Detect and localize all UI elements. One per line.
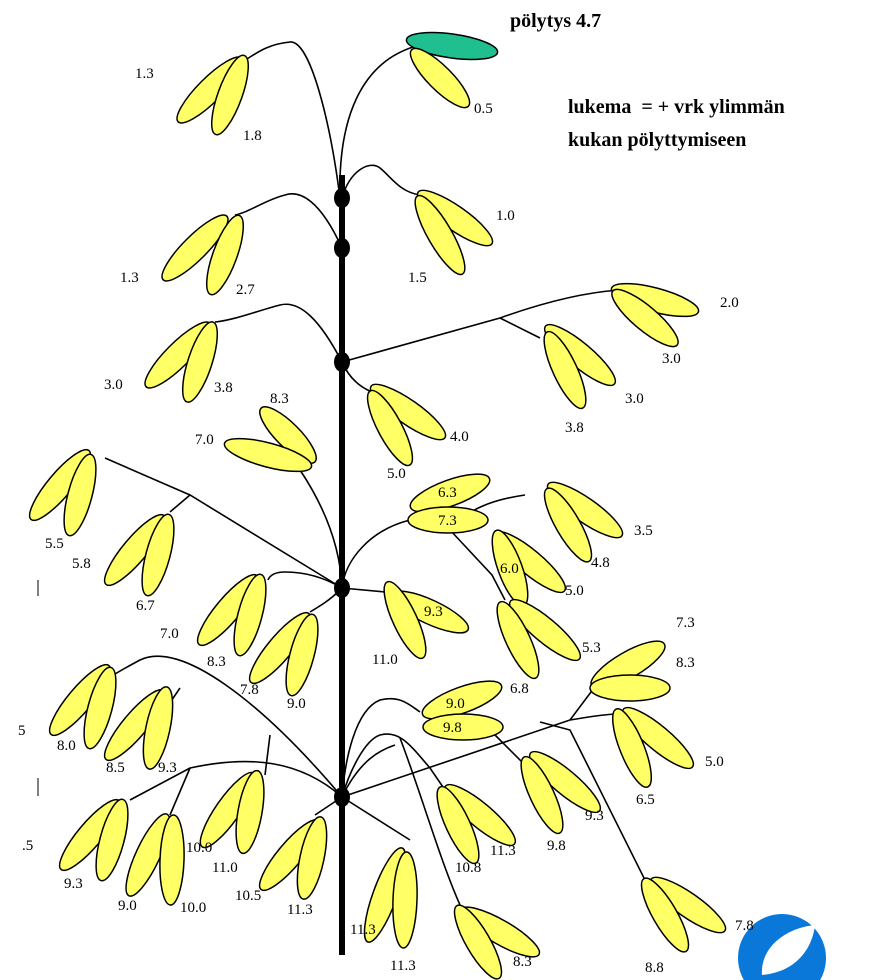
- day-label: 3.0: [104, 377, 123, 393]
- branch-4-upper: [300, 470, 342, 588]
- day-label: 5.0: [565, 583, 584, 599]
- day-label: 8.8: [645, 960, 664, 976]
- day-label: 10.0: [186, 840, 212, 856]
- day-label: 5.0: [387, 466, 406, 482]
- branch-3-left: [215, 304, 342, 362]
- branch-3-right-sub: [500, 318, 540, 338]
- branch-top-left: [240, 42, 340, 198]
- petal: [590, 675, 670, 701]
- day-label: 1.5: [408, 270, 427, 286]
- header-note-line1: lukema = + vrk ylimmän: [568, 96, 785, 118]
- day-label: 7.8: [240, 682, 259, 698]
- petal: [423, 714, 503, 740]
- branch-1-right: [342, 165, 420, 198]
- day-label: 9.3: [158, 760, 177, 776]
- branch-top-right: [340, 45, 420, 198]
- day-label: 9.0: [446, 696, 465, 712]
- day-labels: 1.3 1.8 0.5 1.0 1.5 1.3 2.7 2.0 3.0 3.0 …: [18, 66, 754, 976]
- branch-5-lower3: [342, 745, 395, 797]
- day-label: 9.8: [443, 720, 462, 736]
- day-label: 6.0: [500, 561, 519, 577]
- branch-4-left-long: [105, 458, 342, 588]
- day-label: 1.0: [496, 208, 515, 224]
- day-label: 1.3: [120, 270, 139, 286]
- day-label: 8.3: [207, 654, 226, 670]
- day-label: .5: [22, 838, 33, 854]
- day-label: 6.3: [438, 485, 457, 501]
- day-label: 5.5: [45, 536, 64, 552]
- day-label: 9.3: [424, 604, 443, 620]
- day-label: 8.3: [513, 954, 532, 970]
- day-label: 0.5: [474, 101, 493, 117]
- day-label: 5: [18, 723, 26, 739]
- day-label: 9.8: [547, 838, 566, 854]
- day-label: 5.0: [705, 754, 724, 770]
- day-label: 2.7: [236, 282, 255, 298]
- day-label: 4.8: [591, 555, 610, 571]
- day-label: 2.0: [720, 295, 739, 311]
- branch-5-lower1: [342, 734, 445, 797]
- day-label: 7.8: [735, 918, 754, 934]
- branch-5-up-right: [342, 699, 420, 797]
- day-label: 9.3: [585, 808, 604, 824]
- day-label: 11.0: [372, 652, 398, 668]
- day-label: 11.3: [390, 958, 416, 974]
- day-label: 3.8: [565, 420, 584, 436]
- stem-node-3: [334, 352, 350, 372]
- branch-4-left-sub: [170, 495, 190, 512]
- day-label: 7.3: [676, 615, 695, 631]
- day-label: 3.5: [634, 523, 653, 539]
- branch-4-right: [342, 520, 410, 588]
- day-label: 7.0: [160, 626, 179, 642]
- day-label: 3.8: [214, 380, 233, 396]
- branch-2-left: [235, 194, 342, 248]
- day-label: 11.3: [287, 902, 313, 918]
- day-label: 1.8: [243, 128, 262, 144]
- day-label: 1.3: [135, 66, 154, 82]
- branch-5-leftlow2: [265, 735, 270, 775]
- stem-node-1: [334, 188, 350, 208]
- day-label: 3.0: [662, 351, 681, 367]
- day-label: 11.0: [212, 860, 238, 876]
- day-label: 7.3: [438, 513, 457, 529]
- day-label: 3.0: [625, 391, 644, 407]
- day-label: 10.5: [235, 888, 261, 904]
- header-title: pölytys 4.7: [510, 10, 601, 32]
- day-label: 10.0: [180, 900, 206, 916]
- day-label: 11.3: [350, 922, 376, 938]
- stem-node-2: [334, 238, 350, 258]
- day-label: 9.0: [287, 696, 306, 712]
- day-label: 6.8: [510, 681, 529, 697]
- day-label: 10.8: [455, 860, 481, 876]
- day-label: 7.0: [195, 432, 214, 448]
- header-note-line2: kukan pölyttymiseen: [568, 129, 746, 151]
- day-label: 4.0: [450, 429, 469, 445]
- day-label: 11.3: [490, 843, 516, 859]
- day-label: 5.3: [582, 640, 601, 656]
- stem-node-5: [334, 787, 350, 807]
- day-label: 8.3: [676, 655, 695, 671]
- day-label: 9.3: [64, 876, 83, 892]
- day-label: 5.8: [72, 556, 91, 572]
- stem-node-4: [334, 578, 350, 598]
- day-label: 8.5: [106, 760, 125, 776]
- day-label: 9.0: [118, 898, 137, 914]
- branch-4-left-lower: [268, 572, 342, 588]
- day-label: 8.0: [57, 738, 76, 754]
- day-label: 6.5: [636, 792, 655, 808]
- day-label: 8.3: [270, 391, 289, 407]
- day-label: 6.7: [136, 598, 155, 614]
- branch-5-lower4: [342, 797, 410, 840]
